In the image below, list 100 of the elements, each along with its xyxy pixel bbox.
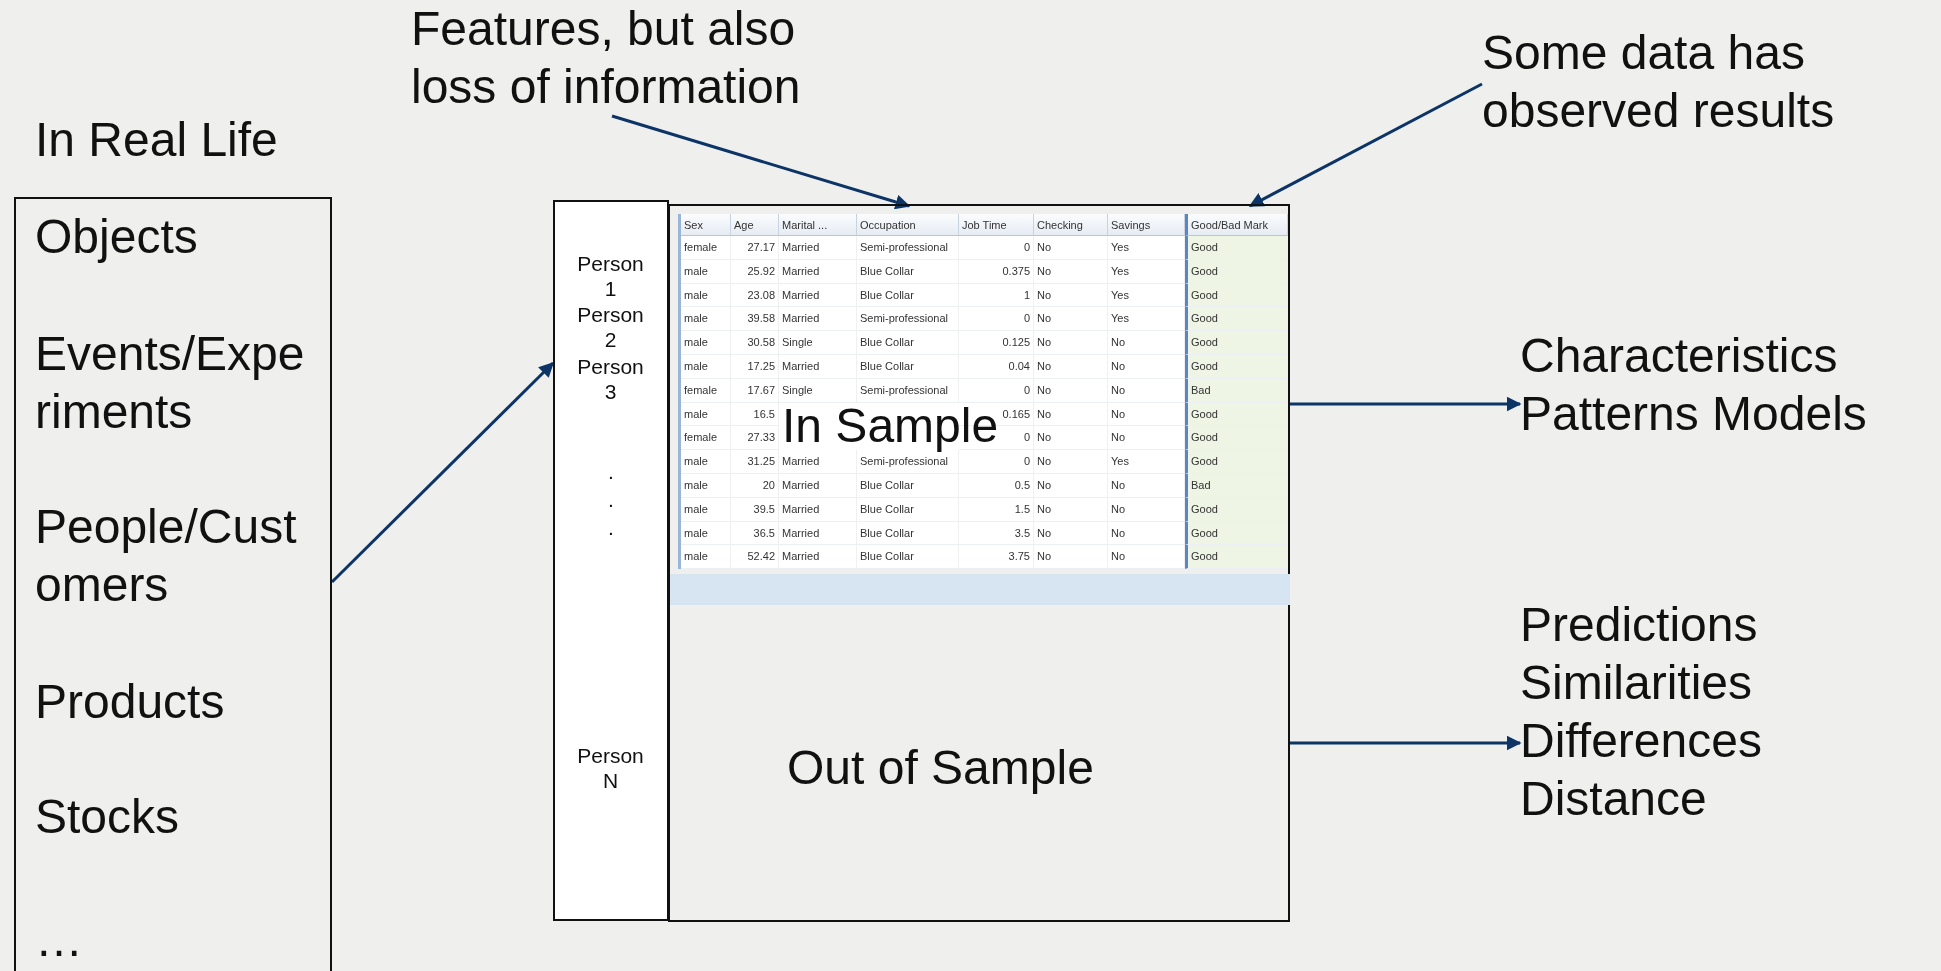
- table-value: No: [1034, 545, 1108, 570]
- list-item: Products: [35, 674, 226, 730]
- table-value: Good: [1185, 283, 1288, 308]
- section-heading: In Real Life: [35, 112, 278, 168]
- list-item: People/Customers: [35, 499, 298, 613]
- result-text: Predictions Similarities Differences Distance: [1520, 597, 1763, 827]
- table-value: Good: [1185, 545, 1288, 570]
- annotation-text: Features, but also loss of information: [411, 1, 802, 115]
- table-value: Good: [1185, 450, 1288, 474]
- table-value: Married: [779, 236, 857, 260]
- table-value: 17.67: [731, 378, 779, 403]
- table-value: No: [1034, 236, 1108, 260]
- arrow: [1288, 735, 1522, 751]
- table-value: 17.25: [731, 355, 779, 379]
- table-value: Good: [1185, 307, 1288, 332]
- table-value: Blue Collar: [857, 521, 959, 546]
- arrow: [1288, 396, 1522, 412]
- table-value: No: [1034, 402, 1108, 427]
- table-value: male: [681, 402, 731, 427]
- table-value: 1.5: [959, 497, 1034, 522]
- table-value: Good: [1185, 426, 1288, 451]
- column-header: Savings: [1108, 214, 1185, 236]
- table-value: Married: [779, 259, 857, 284]
- table-value: Good: [1185, 497, 1288, 522]
- column-header: Occupation: [857, 214, 959, 236]
- list-item: …: [35, 912, 84, 968]
- table-value: 36.5: [731, 521, 779, 546]
- column-header: Age: [731, 214, 779, 236]
- row-label: Person 1: [576, 251, 645, 301]
- table-value: male: [681, 473, 731, 498]
- row-label-column: [553, 200, 669, 921]
- table-value: 16.5: [731, 402, 779, 427]
- annotation-text: Some data has observed results: [1482, 25, 1836, 139]
- table-value: No: [1034, 473, 1108, 498]
- table-value: 39.5: [731, 497, 779, 522]
- table-value: 31.25: [731, 450, 779, 474]
- arrow: [330, 361, 555, 584]
- table-value: 27.33: [731, 426, 779, 451]
- column-header: Marital ...: [779, 214, 857, 236]
- table-value: Semi-professional: [857, 378, 959, 403]
- table-value: female: [681, 378, 731, 403]
- table-value: Married: [779, 450, 857, 474]
- list-item: Stocks: [35, 789, 181, 845]
- table-value: 0: [959, 307, 1034, 332]
- table-value: male: [681, 355, 731, 379]
- table-value: female: [681, 236, 731, 260]
- table-value: 20: [731, 473, 779, 498]
- table-value: No: [1034, 426, 1108, 451]
- list-item: Events/Experiments: [35, 326, 306, 440]
- table-value: male: [681, 259, 731, 284]
- table-value: male: [681, 545, 731, 570]
- dataset-frame: [668, 204, 1290, 922]
- table-value: 1: [959, 283, 1034, 308]
- table-value: Blue Collar: [857, 331, 959, 355]
- column-header: Good/Bad Mark: [1185, 214, 1288, 236]
- table-value: Blue Collar: [857, 355, 959, 379]
- table-value: No: [1034, 450, 1108, 474]
- table-value: 0.125: [959, 331, 1034, 355]
- table-value: Married: [779, 307, 857, 332]
- table-value: Blue Collar: [857, 473, 959, 498]
- table-value: Good: [1185, 402, 1288, 427]
- table-value: Bad: [1185, 378, 1288, 403]
- table-value: Married: [779, 497, 857, 522]
- table-value: No: [1034, 259, 1108, 284]
- result-text: Characteristics Patterns Models: [1520, 328, 1868, 442]
- table-value: 0: [959, 450, 1034, 474]
- table-value: Blue Collar: [857, 259, 959, 284]
- column-header: Sex: [681, 214, 731, 236]
- column-header: Job Time: [959, 214, 1034, 236]
- table-value: Single: [779, 378, 857, 403]
- table-value: 23.08: [731, 283, 779, 308]
- row-label: Person 3: [576, 354, 645, 404]
- region-label: Out of Sample: [787, 740, 1094, 796]
- table-value: 0.5: [959, 473, 1034, 498]
- table-value: Blue Collar: [857, 545, 959, 570]
- ellipsis-dots: . . .: [607, 459, 615, 541]
- table-value: Married: [779, 473, 857, 498]
- table-value: 30.58: [731, 331, 779, 355]
- table-value: 0.04: [959, 355, 1034, 379]
- table-value: male: [681, 497, 731, 522]
- table-value: Semi-professional: [857, 236, 959, 260]
- table-value: Good: [1185, 259, 1288, 284]
- table-value: Married: [779, 545, 857, 570]
- table-value: No: [1034, 331, 1108, 355]
- table-value: Married: [779, 283, 857, 308]
- table-value: Good: [1185, 331, 1288, 355]
- table-value: Blue Collar: [857, 497, 959, 522]
- table-value: No: [1034, 497, 1108, 522]
- table-value: 39.58: [731, 307, 779, 332]
- table-value: 0.375: [959, 259, 1034, 284]
- arrow: [611, 114, 911, 210]
- table-value: male: [681, 521, 731, 546]
- table-value: Good: [1185, 521, 1288, 546]
- table-value: Married: [779, 355, 857, 379]
- table-value: 0: [959, 378, 1034, 403]
- table-value: 52.42: [731, 545, 779, 570]
- table-value: 3.75: [959, 545, 1034, 570]
- table-value: male: [681, 307, 731, 332]
- table-value: 0: [959, 236, 1034, 260]
- table-value: No: [1034, 355, 1108, 379]
